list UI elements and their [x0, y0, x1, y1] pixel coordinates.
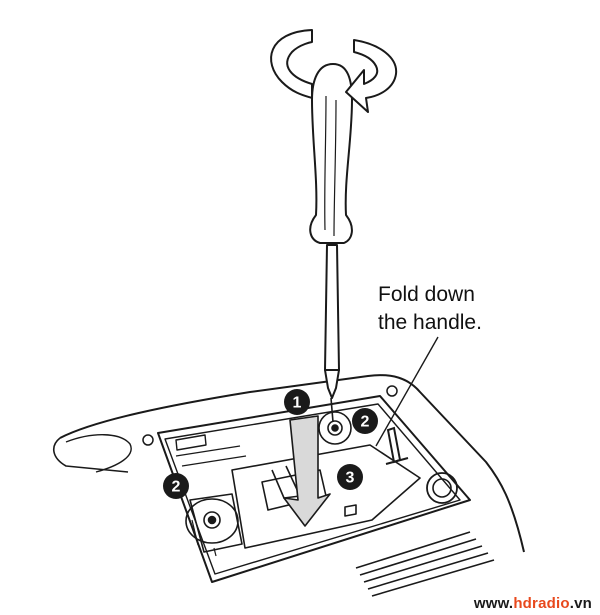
- watermark: www.hdradio.vn: [474, 595, 592, 612]
- step-badge-2-left: 2: [163, 473, 189, 499]
- step-badge-number: 3: [346, 470, 355, 487]
- watermark-prefix: www.: [473, 595, 514, 612]
- step-badge-3: 3: [337, 464, 363, 490]
- step-badge-2-right: 2: [352, 408, 378, 434]
- screwdriver: [309, 63, 353, 423]
- rotation-arrow: [270, 29, 398, 113]
- callout-line-2: the handle.: [378, 311, 482, 334]
- fold-handle-callout: Fold down the handle.: [378, 281, 482, 337]
- watermark-brand: hdradio: [513, 595, 570, 612]
- push-down-arrow: [283, 415, 331, 527]
- callout-line-1: Fold down: [378, 283, 475, 306]
- step-badge-1: 1: [284, 389, 310, 415]
- callout-leader-line: [375, 336, 439, 447]
- step-badge-number: 2: [361, 414, 370, 431]
- lamp-handle: [385, 426, 409, 465]
- step-badge-number: 2: [172, 479, 181, 496]
- step-badge-number: 1: [293, 395, 302, 412]
- watermark-suffix: .vn: [569, 595, 592, 612]
- screw-highlight: [185, 411, 352, 544]
- vent-grille: [355, 531, 495, 597]
